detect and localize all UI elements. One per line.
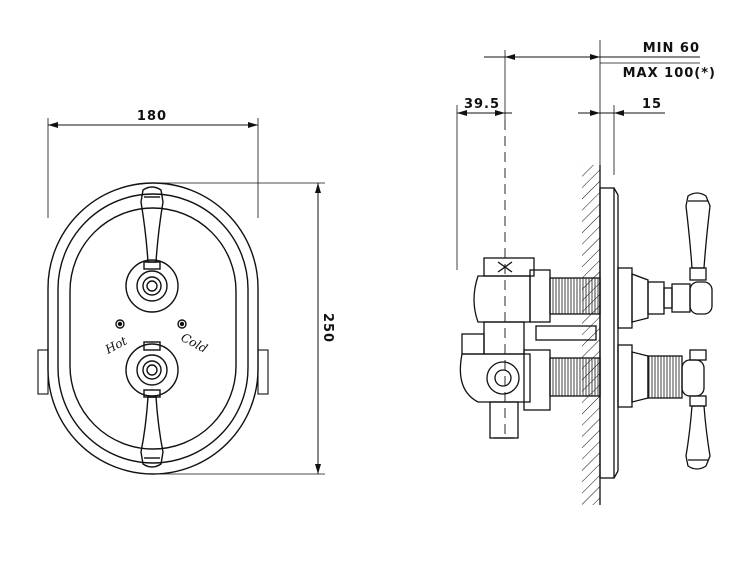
axis-offset-dimension: 39.5	[456, 97, 512, 270]
min-depth-label: MIN 60	[643, 41, 700, 56]
plate-thickness-label: 15	[642, 97, 662, 112]
width-label: 180	[137, 109, 167, 124]
plate-middle	[57, 193, 249, 464]
plate-thickness-dimension: 15	[578, 97, 665, 175]
top-cartridge	[125, 259, 179, 313]
cold-label: Cold	[179, 330, 211, 356]
plate-inner	[69, 207, 237, 450]
face-plate	[599, 187, 615, 479]
screw-left	[115, 319, 125, 329]
bottom-cartridge	[125, 343, 179, 397]
upper-handle-side	[617, 192, 713, 329]
wall-section	[582, 165, 601, 505]
plate-outer	[47, 182, 259, 475]
max-depth-label: MAX 100(*)	[623, 66, 716, 81]
height-dimension: 250	[152, 182, 335, 475]
front-view: 180 250	[37, 109, 335, 475]
screw-right	[177, 319, 187, 329]
top-lever	[140, 186, 164, 270]
bottom-lever	[140, 341, 164, 468]
hot-label: Hot	[102, 334, 129, 357]
axis-offset-label: 39.5	[464, 97, 500, 112]
lower-handle-side	[617, 344, 711, 470]
depth-range-dimension: MIN 60 MAX 100(*)	[484, 40, 716, 170]
height-label: 250	[320, 313, 335, 343]
width-dimension: 180	[47, 109, 259, 218]
valve-body	[459, 257, 601, 439]
side-view: MIN 60 MAX 100(*) 39.5 15	[456, 40, 716, 505]
